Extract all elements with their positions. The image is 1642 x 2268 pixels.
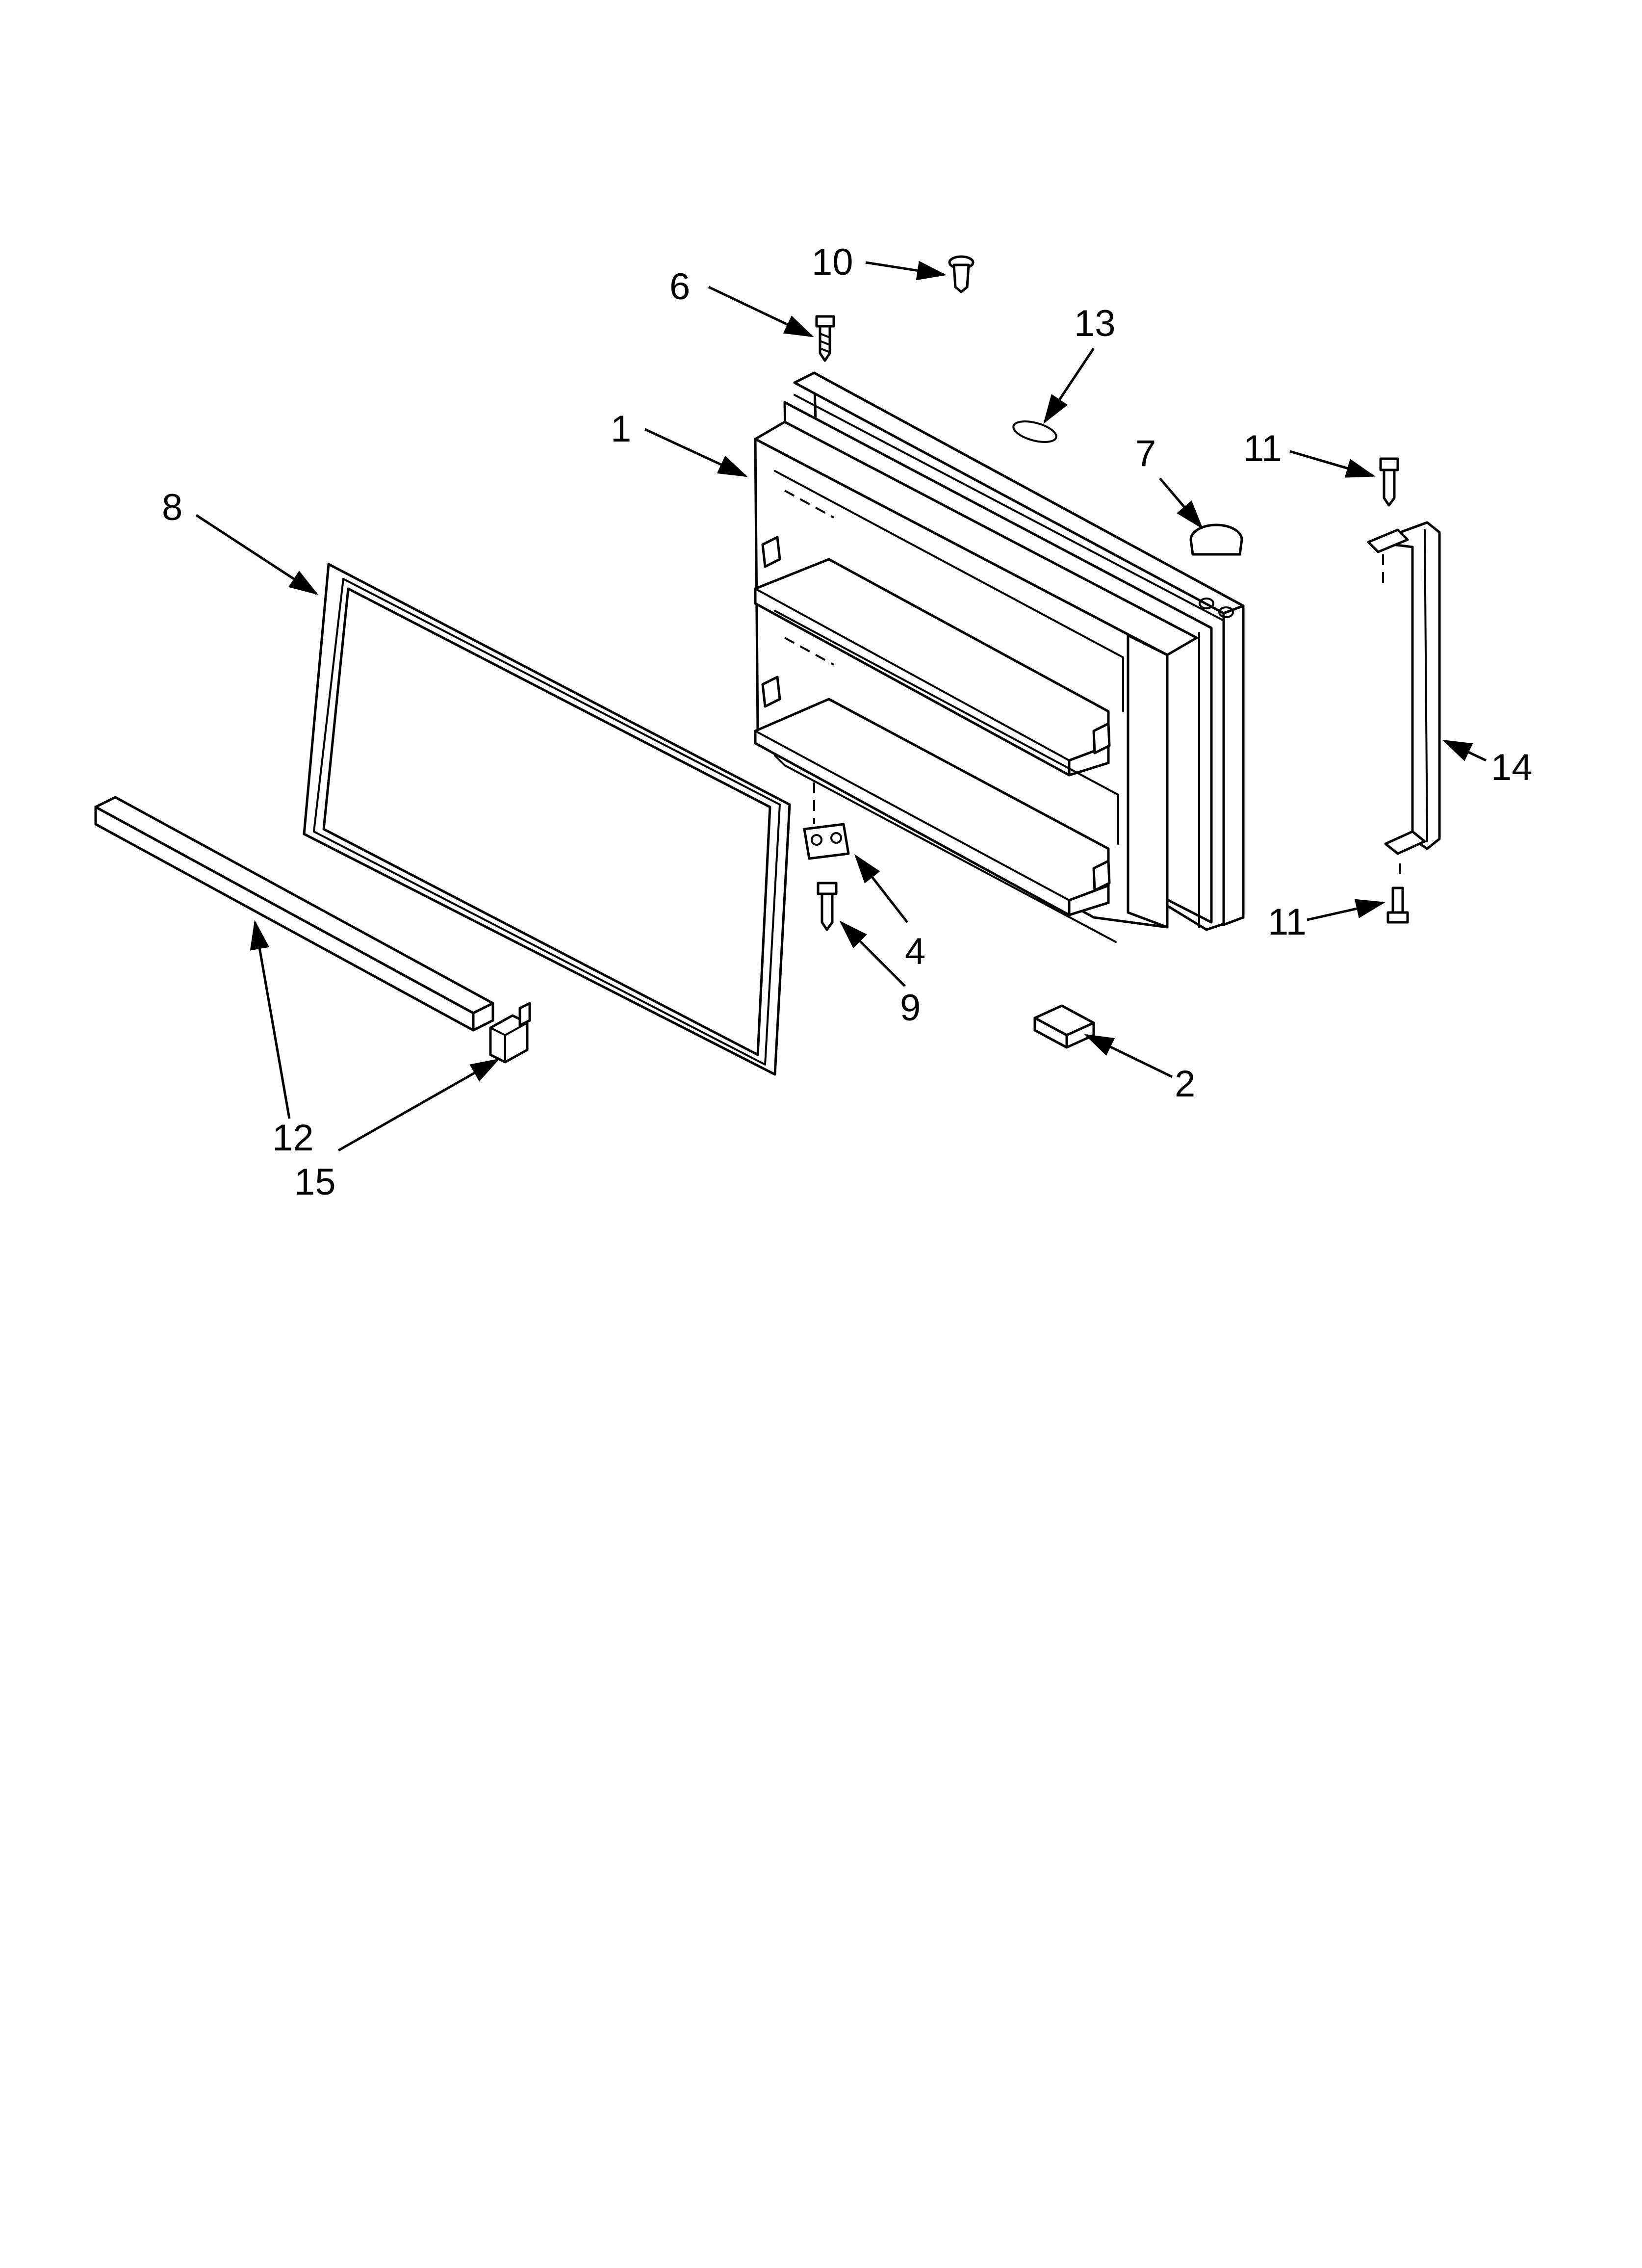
callout-7: 7 <box>1135 433 1156 474</box>
callout-12: 12 <box>272 1117 314 1159</box>
end-cap <box>489 1002 531 1064</box>
leader-lines <box>195 261 1487 1152</box>
callout-2: 2 <box>1175 1063 1195 1105</box>
callout-13: 13 <box>1074 303 1116 344</box>
washer-13 <box>1012 420 1057 443</box>
leader-10 <box>865 261 947 281</box>
leader-8 <box>195 514 319 595</box>
screw-9 <box>817 882 838 931</box>
callout-9: 9 <box>900 987 921 1029</box>
callout-8: 8 <box>162 487 182 528</box>
leader-9 <box>839 920 906 987</box>
screw-11-top <box>1379 457 1399 507</box>
callout-10: 10 <box>812 241 853 283</box>
callout-6: 6 <box>669 266 690 308</box>
callout-1: 1 <box>611 408 631 450</box>
screw-6 <box>815 315 835 362</box>
leader-7 <box>1159 477 1204 529</box>
leader-12 <box>250 920 291 1119</box>
hinge-4 <box>803 782 850 860</box>
callout-4: 4 <box>905 931 925 972</box>
leader-15 <box>337 1058 500 1152</box>
callout-11-bottom: 11 <box>1268 901 1307 943</box>
callout-14: 14 <box>1491 747 1533 788</box>
leader-6 <box>708 286 814 338</box>
leader-4 <box>854 854 908 923</box>
door-gasket <box>303 563 791 1076</box>
callout-15: 15 <box>294 1161 336 1203</box>
callout-11-top: 11 <box>1243 428 1282 469</box>
leader-13 <box>1043 347 1095 424</box>
door-assembly <box>754 371 1245 943</box>
door-handle <box>1367 521 1441 878</box>
trim-strip <box>94 796 494 1032</box>
leader-11-bottom <box>1307 899 1385 921</box>
leader-1 <box>644 428 748 477</box>
cap-7 <box>1189 523 1243 556</box>
bracket-2 <box>1033 1004 1095 1049</box>
callout-labels: 10 6 13 1 7 11 8 14 4 11 9 2 12 15 <box>162 241 1533 1203</box>
leader-11-top <box>1289 450 1376 478</box>
leader-14 <box>1442 739 1487 762</box>
plug-10 <box>948 255 975 293</box>
leader-2 <box>1084 1034 1173 1078</box>
screw-11-bottom <box>1386 886 1409 924</box>
